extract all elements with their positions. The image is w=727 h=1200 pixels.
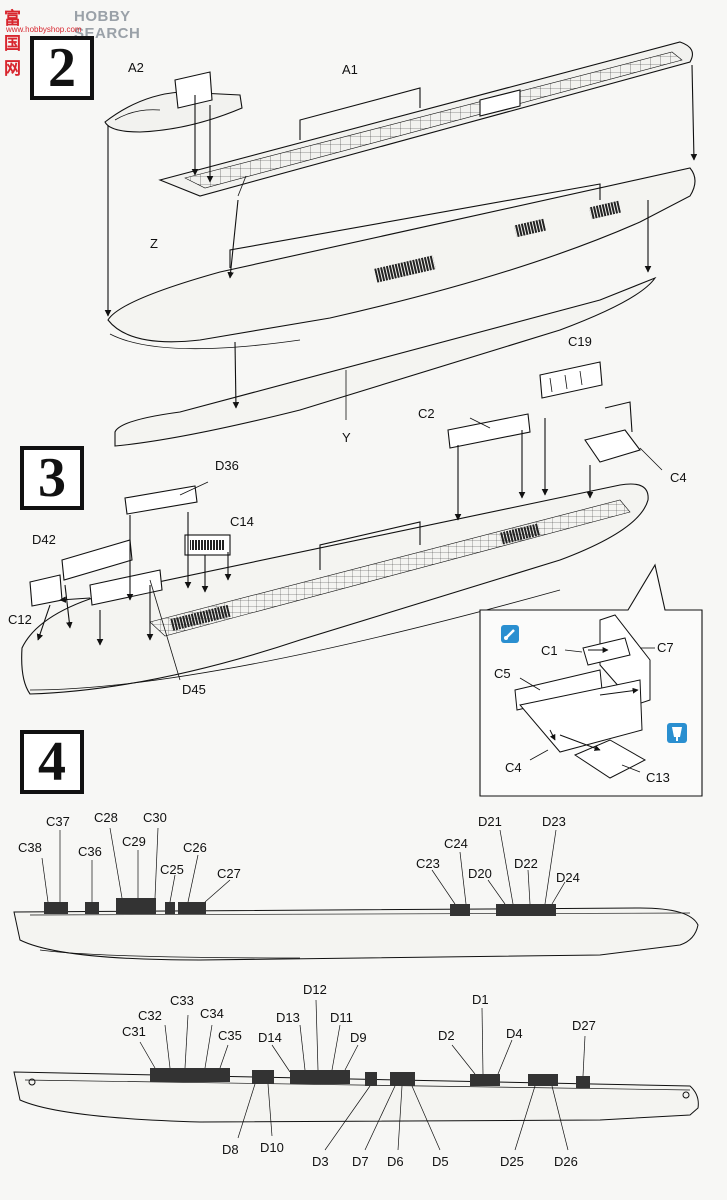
- callout-c19: C19: [568, 334, 592, 349]
- step-2-number: 2: [48, 37, 76, 99]
- watermark-brand: 富国网: [4, 9, 22, 79]
- callout-d27: D27: [572, 1018, 596, 1033]
- callout-c38: C38: [18, 840, 42, 855]
- callout-a1: A1: [342, 62, 358, 77]
- part-d45: [89, 569, 163, 606]
- detail-inset: [479, 563, 703, 797]
- callout-detail-c4: C4: [505, 760, 522, 775]
- callout-d22: D22: [514, 856, 538, 871]
- part-c2: [447, 413, 531, 449]
- callout-c25: C25: [160, 862, 184, 877]
- callout-d45: D45: [182, 682, 206, 697]
- callout-d8: D8: [222, 1142, 239, 1157]
- callout-d36: D36: [215, 458, 239, 473]
- callout-c34: C34: [200, 1006, 224, 1021]
- callout-detail-c13: C13: [646, 770, 670, 785]
- step-2-badge: 2: [30, 36, 94, 100]
- callout-c31: C31: [122, 1024, 146, 1039]
- callout-d14: D14: [258, 1030, 282, 1045]
- callout-detail-c7: C7: [657, 640, 674, 655]
- step-3-assembly: [21, 401, 663, 695]
- step-2-assembly: [104, 41, 698, 447]
- callout-d9: D9: [350, 1030, 367, 1045]
- callout-c2: C2: [418, 406, 435, 421]
- part-c19: [539, 361, 603, 399]
- hull-hangar-wall: [229, 183, 601, 268]
- deck-structure: [299, 87, 421, 140]
- callout-c4: C4: [670, 470, 687, 485]
- glue-tube-icon: [667, 723, 687, 743]
- callout-detail-c1: C1: [541, 643, 558, 658]
- callout-d12: D12: [303, 982, 327, 997]
- step-3-callouts: C2 D36 C14 C4 D42 C12 D45: [8, 406, 687, 697]
- step-4-badge: 4: [20, 730, 84, 794]
- callout-c23: C23: [416, 856, 440, 871]
- callout-z: Z: [150, 236, 158, 251]
- callout-d21: D21: [478, 814, 502, 829]
- callout-d20: D20: [468, 866, 492, 881]
- step-3-badge: 3: [20, 446, 84, 510]
- callout-d26: D26: [554, 1154, 578, 1169]
- callout-d1: D1: [472, 992, 489, 1007]
- callout-d10: D10: [260, 1140, 284, 1155]
- callout-c29: C29: [122, 834, 146, 849]
- part-d42: [61, 539, 133, 581]
- callout-d23: D23: [542, 814, 566, 829]
- callout-c33: C33: [170, 993, 194, 1008]
- callout-c27: C27: [217, 866, 241, 881]
- step-4-lower-view: [13, 999, 699, 1151]
- hull-lower-y: [114, 276, 657, 447]
- callout-d3: D3: [312, 1154, 329, 1169]
- step-4-upper-view: [13, 827, 699, 961]
- callout-c24: C24: [444, 836, 468, 851]
- callout-detail-c5: C5: [494, 666, 511, 681]
- bow-piece-a2: [104, 91, 243, 133]
- hull-upper-z: [107, 167, 696, 343]
- part-d36: [124, 485, 198, 515]
- callout-c37: C37: [46, 814, 70, 829]
- callout-c28: C28: [94, 810, 118, 825]
- callout-c30: C30: [143, 810, 167, 825]
- callout-d2: D2: [438, 1028, 455, 1043]
- callout-d7: D7: [352, 1154, 369, 1169]
- callout-d4: D4: [506, 1026, 523, 1041]
- lower-view-leaders: [139, 999, 586, 1151]
- callout-d6: D6: [387, 1154, 404, 1169]
- callout-y: Y: [342, 430, 351, 445]
- lower-view-callouts: C32 C33 C34 C31 C35 D13 D12 D11 D14 D9 D…: [122, 982, 596, 1169]
- callout-d25: D25: [500, 1154, 524, 1169]
- watermark-url: www.hobbyshop.com: [6, 25, 82, 34]
- detail-callouts: C1 C7 C5 C4 C13: [494, 640, 674, 785]
- callout-d5: D5: [432, 1154, 449, 1169]
- callout-c26: C26: [183, 840, 207, 855]
- step-2-callouts: A2 A1 Z C19 Y: [128, 60, 592, 445]
- flight-deck-grid: [184, 51, 683, 189]
- callout-c14: C14: [230, 514, 254, 529]
- callout-d24: D24: [556, 870, 580, 885]
- part-c4: [584, 429, 641, 463]
- callout-d13: D13: [276, 1010, 300, 1025]
- callout-c35: C35: [218, 1028, 242, 1043]
- detail-c13: [573, 739, 647, 779]
- upper-view-callouts: C38 C37 C36 C28 C29 C30 C25 C26 C27 C23 …: [18, 810, 580, 885]
- callout-d42: D42: [32, 532, 56, 547]
- callout-d11: D11: [330, 1010, 353, 1025]
- step-4-number: 4: [38, 731, 66, 793]
- upper-view-leaders: [41, 827, 566, 905]
- callout-c36: C36: [78, 844, 102, 859]
- step-3-number: 3: [38, 447, 66, 509]
- callout-a2: A2: [128, 60, 144, 75]
- callout-c32: C32: [138, 1008, 162, 1023]
- part-c12: [29, 574, 63, 607]
- paint-brush-icon: [501, 625, 519, 643]
- callout-c12: C12: [8, 612, 32, 627]
